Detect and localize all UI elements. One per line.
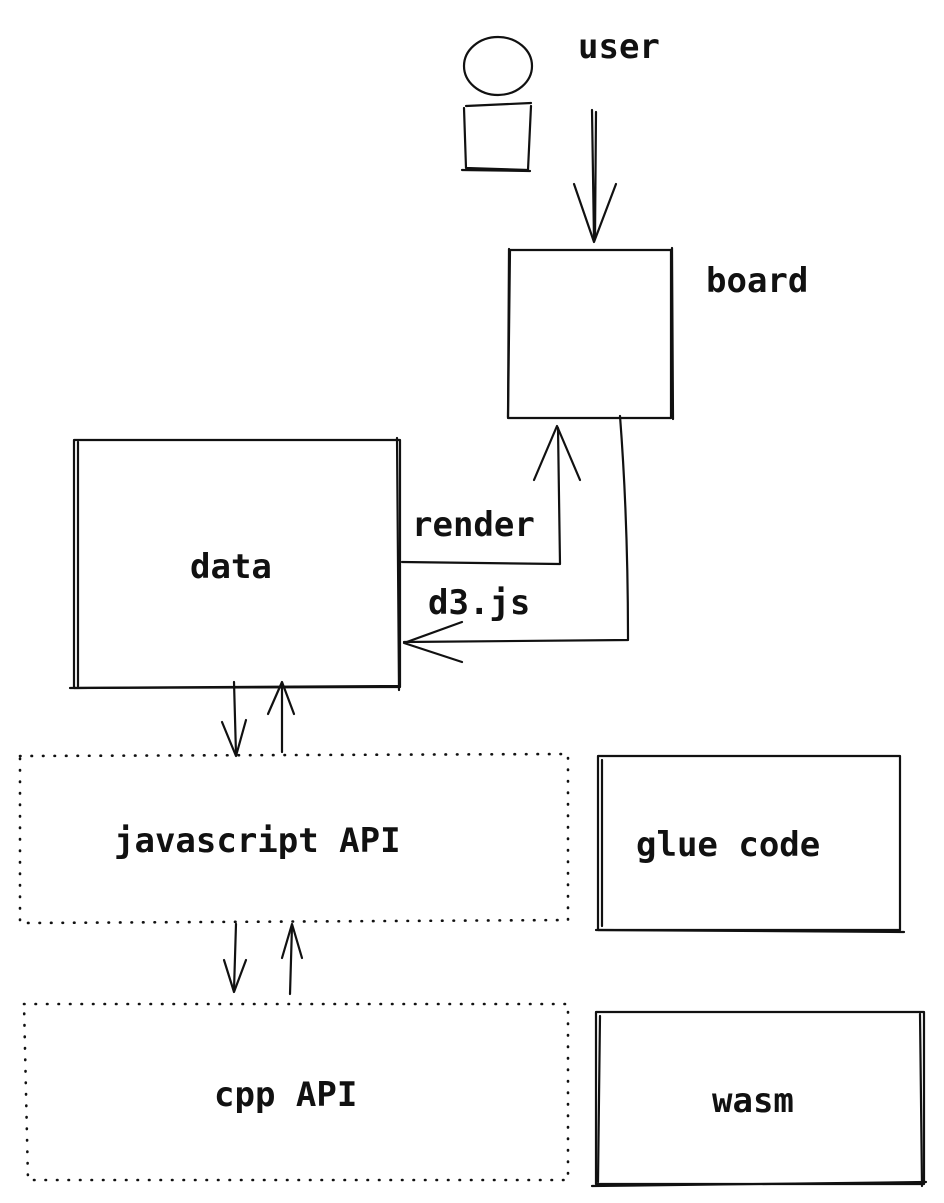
javascript-api-to-data-arrow: [266, 680, 296, 754]
user-to-board-arrow: [572, 108, 618, 244]
data-label: data: [190, 547, 272, 587]
javascript-api-label: javascript API: [114, 821, 401, 861]
data-to-javascript-api-arrow: [220, 680, 248, 758]
cpp-api-label: cpp API: [214, 1075, 357, 1115]
user-actor: user: [460, 27, 660, 173]
javascript-api-node: javascript API: [18, 752, 570, 925]
wasm-node: wasm: [590, 1010, 928, 1188]
render-edge: render: [400, 424, 582, 566]
d3js-edge: d3.js: [402, 414, 630, 664]
wasm-label: wasm: [712, 1081, 794, 1121]
board-node: board: [506, 246, 808, 421]
data-node: data: [68, 436, 402, 692]
render-label: render: [412, 505, 535, 545]
javascript-api-to-cpp-api-arrow: [222, 922, 248, 994]
d3js-label: d3.js: [428, 583, 530, 623]
user-icon: [460, 35, 534, 173]
glue-code-label: glue code: [636, 825, 820, 865]
board-label: board: [706, 261, 808, 301]
cpp-api-to-javascript-api-arrow: [280, 922, 304, 996]
glue-code-node: glue code: [594, 754, 906, 934]
user-label: user: [578, 27, 660, 67]
cpp-api-node: cpp API: [22, 1002, 570, 1182]
